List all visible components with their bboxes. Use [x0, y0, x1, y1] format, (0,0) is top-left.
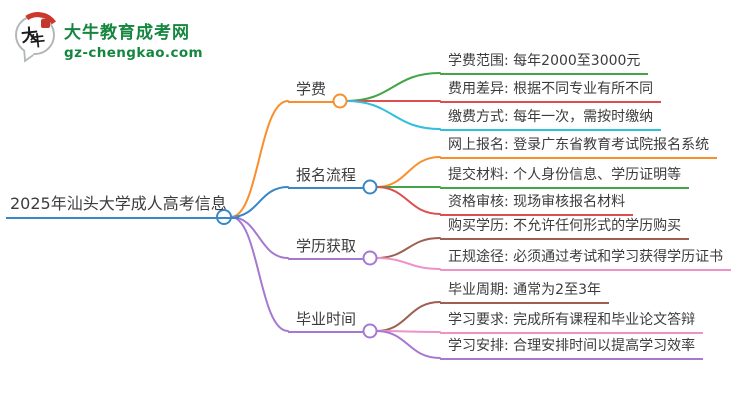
logo-char-niu: 牛: [29, 31, 46, 51]
link-graduation-cycle: [375, 301, 441, 332]
leaf-degree-formal: 正规途径: 必须通过考试和学习获得学历证书: [440, 249, 732, 271]
link-graduation-schedule: [375, 330, 441, 359]
leaf-graduation-cycle: 毕业周期: 通常为2至3年: [440, 282, 609, 304]
root-node-label: 2025年汕头大学成人高考信息: [6, 194, 239, 219]
link-root-registration: [230, 186, 289, 218]
leaf-degree-purchase: 购买学历: 不允许任何形式的学历购买: [440, 218, 690, 240]
leaf-registration-materials: 提交材料: 个人身份信息、学历证明等: [440, 167, 690, 189]
link-registration-review: [375, 186, 441, 215]
logo-text-block: 大牛教育成考网 gz-chengkao.com: [64, 12, 203, 61]
registration-node-toggle-circle[interactable]: [362, 179, 378, 195]
graduation-node-toggle-circle[interactable]: [362, 323, 378, 339]
link-root-degree: [230, 216, 289, 259]
leaf-tuition-payment: 缴费方式: 每年一次，需按时缴纳: [440, 109, 662, 131]
leaf-registration-online: 网上报名: 登录广东省教育考试院报名系统: [440, 137, 718, 159]
leaf-graduation-requirement: 学习要求: 完成所有课程和毕业论文答辩: [440, 312, 704, 334]
tuition-node-toggle-circle[interactable]: [332, 93, 348, 109]
link-root-tuition: [230, 100, 289, 218]
site-logo: 大 牛 大牛教育成考网 gz-chengkao.com: [12, 8, 203, 63]
branch-graduation-label: 毕业时间: [288, 310, 365, 333]
leaf-registration-review: 资格审核: 现场审核报名材料: [440, 194, 634, 216]
leaf-tuition-range: 学费范围: 每年2000至3000元: [440, 53, 649, 75]
leaf-tuition-difference: 费用差异: 根据不同专业有所不同: [440, 81, 662, 103]
leaf-graduation-schedule: 学习安排: 合理安排时间以提高学习效率: [440, 338, 704, 360]
link-tuition-range: [345, 72, 441, 102]
link-root-graduation: [230, 216, 289, 332]
link-degree-formal: [375, 257, 441, 270]
logo-bull-icon: 大 牛: [12, 8, 64, 63]
link-degree-purchase: [375, 237, 441, 259]
degree-node-toggle-circle[interactable]: [362, 250, 378, 266]
branch-registration-label: 报名流程: [288, 166, 365, 189]
logo-red-seal: [41, 19, 50, 28]
link-registration-online: [375, 156, 441, 188]
link-tuition-payment: [345, 100, 441, 130]
branch-tuition-label: 学费: [288, 80, 335, 103]
branch-degree-label: 学历获取: [288, 237, 365, 260]
logo-title: 大牛教育成考网: [64, 23, 190, 43]
logo-domain: gz-chengkao.com: [64, 45, 204, 61]
